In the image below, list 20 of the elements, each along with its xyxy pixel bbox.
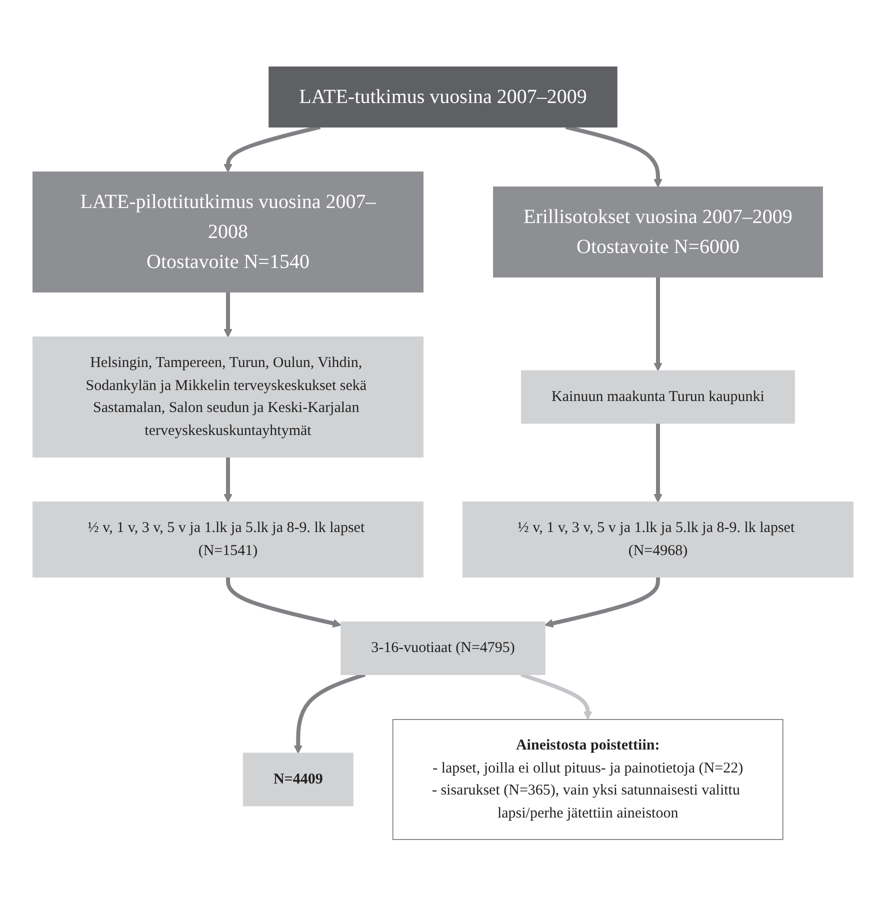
arrow: [544, 577, 660, 628]
node-box: Erillisotokset vuosina 2007–2009 Otostavoite N=6000: [493, 186, 823, 278]
node-box: ½ v, 1 v, 3 v, 5 v ja 1.lk ja 5.lk ja 8-9. lk lapset (N=1541): [32, 502, 424, 578]
node-box: ½ v, 1 v, 3 v, 5 v ja 1.lk ja 5.lk ja 8-9. lk lapset (N=4968): [462, 502, 854, 578]
arrow: [224, 125, 321, 173]
arrow: [226, 577, 342, 628]
arrow: [654, 424, 662, 503]
arrow: [654, 277, 662, 372]
arrow: [224, 457, 232, 503]
node-box: LATE-tutkimus vuosina 2007–2009: [268, 66, 618, 128]
node-box: N=4409: [242, 753, 354, 806]
arrow: [224, 292, 232, 338]
arrow: [520, 672, 592, 720]
arrow: [294, 672, 366, 754]
node-box: Aineistosta poistettiin: - lapset, joilla ei ollut pituus- ja painotietoja (N=22) - sisarukset (N=365), vain yksi satunnaisesti valittu lapsi/perhe jätettiin aineistoon: [392, 719, 784, 840]
node-box: LATE-pilottitutkimus vuosina 2007–2008 Otostavoite N=1540: [32, 172, 424, 293]
arrow: [565, 125, 662, 188]
node-box: 3-16-vuotiaat (N=4795): [340, 622, 546, 676]
node-box: Kainuun maakunta Turun kaupunki: [521, 370, 795, 424]
node-box: Helsingin, Tampereen, Turun, Oulun, Vihdin, Sodankylän ja Mikkelin terveyskeskukset sekä Sastamalan, Salon seudun ja Keski-Karjalan terveyskeskuskuntayhtymät: [32, 336, 424, 458]
